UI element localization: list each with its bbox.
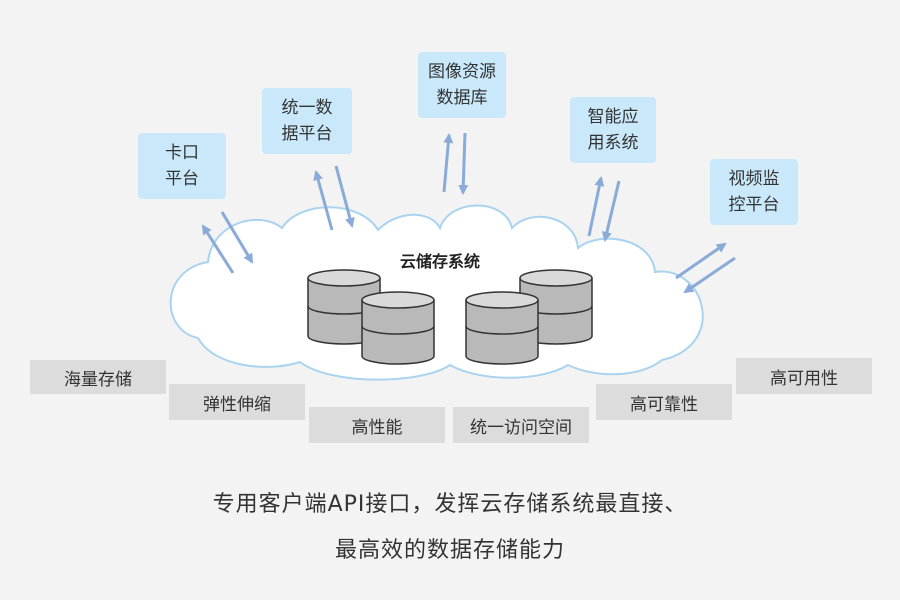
database-stack-right-front [465,291,539,365]
feature-high-performance: 高性能 [309,407,445,443]
node-line: 平台 [165,169,199,189]
node-line: 智能应 [587,107,639,127]
feature-unified-namespace: 统一访问空间 [453,407,589,443]
arrow-pair-video-surveillance [675,242,736,294]
caption-line-1: 专用客户端API接口，发挥云存储系统最直接、 [212,492,688,517]
node-line: 用系统 [587,133,639,153]
node-line: 据平台 [281,124,333,144]
node-checkpoint-platform: 卡口 平台 [138,133,226,199]
arrow-pair-checkpoint [201,211,254,274]
database-stack-right-back [519,269,593,345]
node-line: 数据库 [436,88,488,108]
feature-high-availability: 高可用性 [736,358,872,394]
node-video-surveillance-platform: 视频监 控平台 [710,159,798,225]
node-line: 图像资源 [428,62,496,82]
cloud-shape [169,204,704,381]
cloud-storage-label: 云储存系统 [400,252,481,271]
caption-line-2: 最高效的数据存储能力 [334,538,565,563]
node-line: 卡口 [165,143,199,163]
node-unified-data-platform: 统一数 据平台 [262,88,352,154]
feature-massive-storage: 海量存储 [30,360,166,394]
node-smart-app-system: 智能应 用系统 [570,97,656,163]
feature-high-reliability: 高可靠性 [596,384,732,420]
node-line: 视频监 [728,169,780,189]
feature-elastic-scaling: 弹性伸缩 [169,384,305,420]
database-stack-left-front [361,291,435,365]
node-image-resource-db: 图像资源 数据库 [418,52,506,118]
node-line: 控平台 [728,195,780,215]
arrow-pair-image-db [442,132,469,195]
node-line: 统一数 [281,98,333,118]
arrow-pair-smart-app [587,176,621,242]
arrow-pair-unified-data [313,165,355,231]
